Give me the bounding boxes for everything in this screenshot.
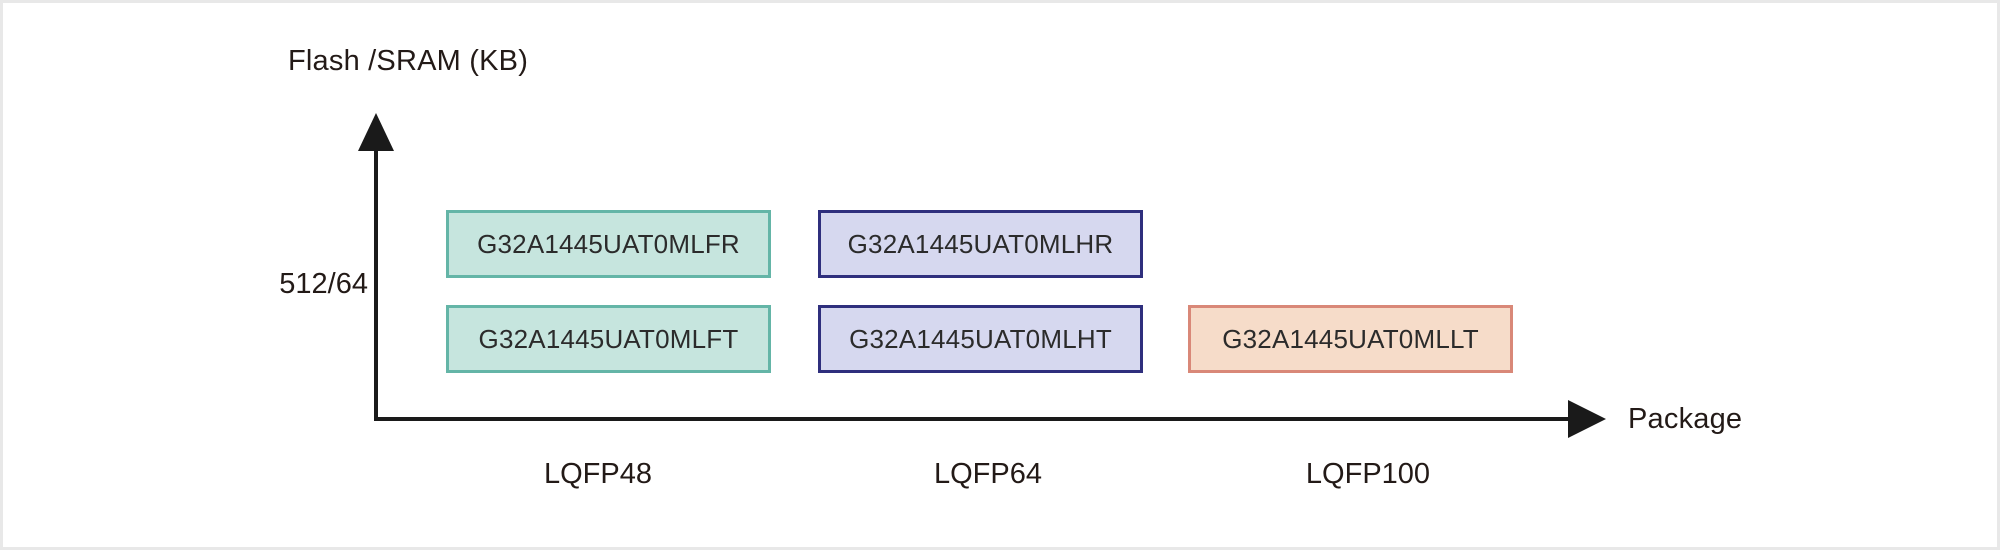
part-box-lqfp64-top[interactable]: G32A1445UAT0MLHR xyxy=(818,210,1143,278)
x-axis-tick-label-lqfp48: LQFP48 xyxy=(544,458,652,490)
part-box-lqfp64-bottom[interactable]: G32A1445UAT0MLHT xyxy=(818,305,1143,373)
y-axis-tick-label-512-64: 512/64 xyxy=(279,268,368,300)
part-box-lqfp48-top[interactable]: G32A1445UAT0MLFR xyxy=(446,210,771,278)
x-axis-tick-label-lqfp64: LQFP64 xyxy=(934,458,1042,490)
x-axis-arrowhead-icon xyxy=(1568,400,1606,438)
y-axis-arrowhead-icon xyxy=(358,113,394,151)
x-axis-tick-label-lqfp100: LQFP100 xyxy=(1305,458,1431,490)
y-axis-label: Flash /SRAM (KB) xyxy=(288,45,529,77)
part-box-lqfp100-bottom[interactable]: G32A1445UAT0MLLT xyxy=(1188,305,1513,373)
x-axis-label: Package xyxy=(1628,403,1743,435)
part-box-lqfp48-bottom[interactable]: G32A1445UAT0MLFT xyxy=(446,305,771,373)
x-axis-line xyxy=(374,417,1574,421)
y-axis-line xyxy=(374,138,378,421)
